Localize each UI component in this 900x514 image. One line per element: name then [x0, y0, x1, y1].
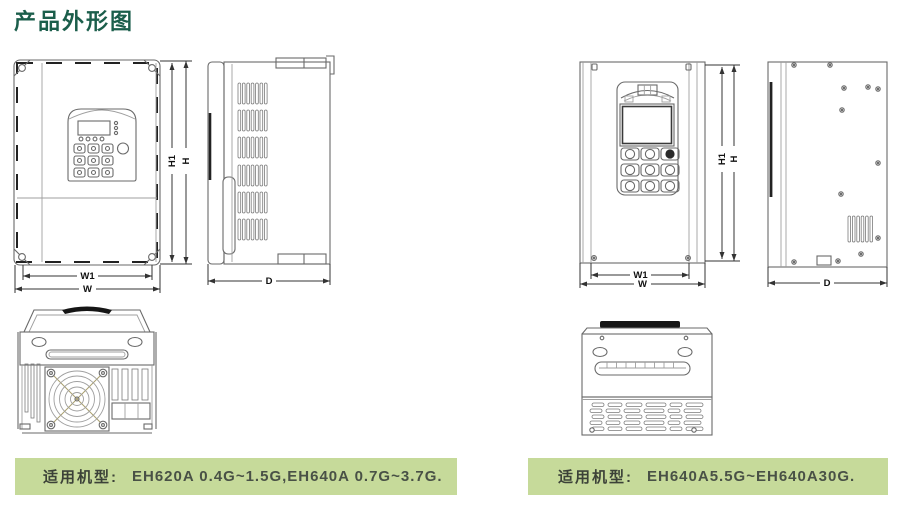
left-side-top-bracket [275, 57, 327, 69]
right-caption-bar: 适用机型: EH640A5.5G~EH640A30G. [528, 458, 888, 495]
left-caption-models: EH620A 0.4G~1.5G,EH640A 0.7G~3.7G. [132, 468, 443, 485]
right-caption-label: 适用机型: [558, 469, 633, 486]
left-caption-label: 适用机型: [43, 469, 118, 486]
dim-label-h1: H1 [167, 154, 178, 167]
right-side-view-drawing: D [767, 61, 888, 289]
dim-label-w: W [83, 284, 92, 295]
page-title: 产品外形图 [14, 9, 135, 34]
left-side-dimension-d: D [207, 264, 331, 287]
dim-label-d: D [824, 278, 831, 289]
dim-label-h: H [181, 157, 192, 164]
left-bottom-top-cap [62, 306, 112, 314]
right-side-body [767, 61, 888, 268]
left-side-bottom-bracket [277, 253, 327, 265]
dim-label-h: H [729, 155, 740, 162]
right-front-keypad [616, 81, 680, 196]
right-bottom-body [581, 321, 713, 398]
dim-label-w1: W1 [633, 270, 648, 281]
right-bottom-vent-section [581, 396, 713, 436]
left-bottom-fan [44, 366, 110, 432]
left-side-view-drawing: D [207, 55, 335, 287]
left-keypad-knob [116, 142, 130, 155]
right-caption-models: EH640A5.5G~EH640A30G. [647, 468, 856, 485]
right-side-screws [791, 62, 881, 265]
right-bottom-grille [594, 361, 691, 376]
dim-label-d: D [266, 276, 273, 287]
dim-label-h1: H1 [717, 152, 728, 165]
left-bottom-fins [24, 363, 151, 423]
right-keypad-lcd [619, 103, 675, 147]
left-side-body [207, 55, 335, 265]
left-side-vent-slots [237, 82, 268, 241]
right-side-dimension-d: D [767, 267, 888, 289]
left-bottom-body [17, 306, 157, 434]
left-front-dimensions: H1 H W1 W [14, 60, 192, 295]
right-front-dimensions: H1 H W1 W [579, 64, 740, 290]
left-front-view-drawing: H1 H W1 W [13, 59, 192, 295]
dim-label-w1: W1 [80, 271, 95, 282]
right-bottom-top-cap [600, 321, 680, 328]
left-front-body [13, 59, 161, 266]
left-caption-bar: 适用机型: EH620A 0.4G~1.5G,EH640A 0.7G~3.7G. [15, 458, 457, 495]
left-bottom-view-drawing [17, 306, 157, 434]
dim-label-w: W [638, 279, 647, 290]
right-bottom-view-drawing [581, 321, 713, 436]
right-front-view-drawing: H1 H W1 W [579, 61, 740, 290]
left-front-keypad [67, 108, 137, 182]
right-front-body [579, 61, 706, 264]
